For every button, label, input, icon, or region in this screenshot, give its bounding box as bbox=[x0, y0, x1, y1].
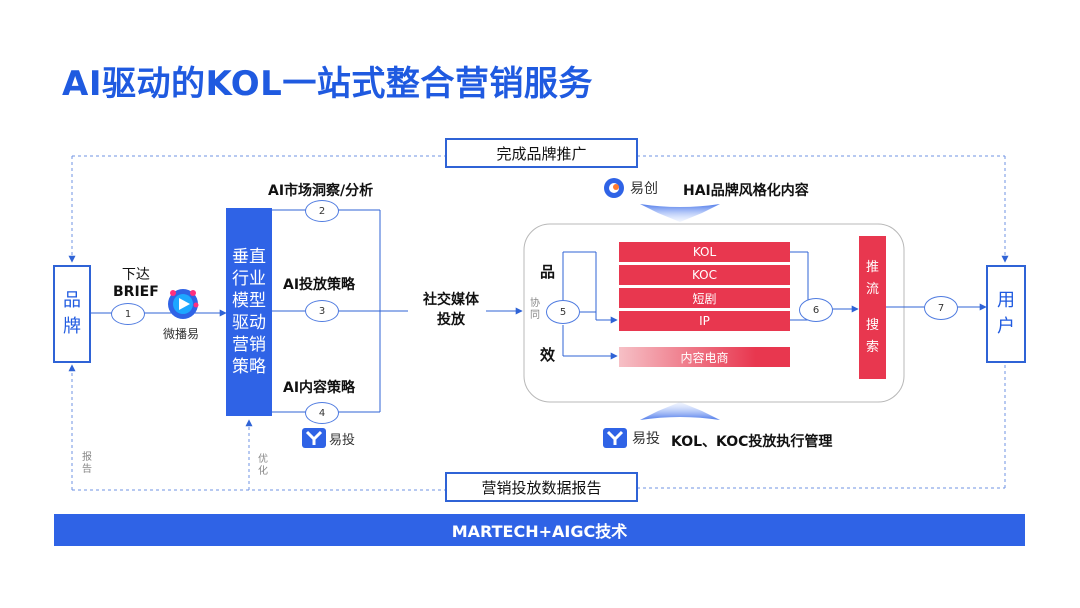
complete-brand-promotion-box: 完成品牌推广 bbox=[445, 138, 638, 168]
weiboyi-logo-icon bbox=[166, 287, 200, 321]
step-circle-4: 4 bbox=[305, 402, 339, 424]
step-circle-7: 7 bbox=[924, 296, 958, 320]
step-circle-1: 1 bbox=[111, 303, 145, 325]
step-circle-2: 2 bbox=[305, 200, 339, 222]
synergy-connectors bbox=[562, 251, 618, 360]
red-bar-short-drama: 短剧 bbox=[619, 288, 790, 308]
step-label-content-strategy: AI内容策略 bbox=[283, 380, 356, 396]
xiao-label: 效 bbox=[540, 346, 556, 364]
step-label-delivery-strategy: AI投放策略 bbox=[283, 277, 356, 293]
yichuang-icon bbox=[604, 178, 624, 198]
glow-arrow-bottom bbox=[640, 402, 720, 420]
report-label: 报 告 bbox=[82, 452, 92, 475]
social-media-label: 社交媒体 投放 bbox=[423, 292, 479, 328]
strategy-box: 垂直 行业 模型 驱动 营销 策略 bbox=[226, 208, 272, 416]
issue-label: 下达 BRIEF bbox=[113, 267, 159, 300]
yitou-small-icon bbox=[302, 428, 326, 448]
yitou-icon bbox=[603, 428, 627, 448]
search-label: 搜 索 bbox=[865, 317, 879, 355]
optimize-label: 优 化 bbox=[258, 454, 268, 477]
yichuang-text: HAI品牌风格化内容 bbox=[683, 183, 809, 199]
red-bar-koc: KOC bbox=[619, 265, 790, 285]
glow-arrow-top bbox=[640, 204, 720, 222]
page-title: AI驱动的KOL一站式整合营销服务 bbox=[62, 64, 593, 104]
user-box: 用 户 bbox=[986, 265, 1026, 363]
dashed-top-line bbox=[68, 155, 1009, 263]
red-bar-kol: KOL bbox=[619, 242, 790, 262]
yitou-logo: 易投 bbox=[603, 428, 660, 448]
synergy-label: 协 同 bbox=[530, 298, 540, 321]
step-circle-3: 3 bbox=[305, 300, 339, 322]
dashed-bottom-line bbox=[68, 364, 1006, 491]
step-circle-5: 5 bbox=[546, 300, 580, 324]
yitou-logo-small: 易投 bbox=[302, 428, 355, 448]
step-label-market-insight: AI市场洞察/分析 bbox=[268, 183, 374, 199]
red-bar-content-ecommerce: 内容电商 bbox=[619, 347, 790, 367]
push-search-column: 推 流 搜 索 bbox=[859, 236, 886, 379]
weiboyi-text: 微播易 bbox=[163, 327, 200, 341]
tech-bar: MARTECH+AIGC技术 bbox=[54, 514, 1025, 546]
pin-label: 品 bbox=[540, 263, 556, 281]
push-label: 推 流 bbox=[865, 259, 879, 297]
step-circle-6: 6 bbox=[799, 298, 833, 322]
red-bar-ip: IP bbox=[619, 311, 790, 331]
brand-box: 品 牌 bbox=[53, 265, 91, 363]
yichuang-logo: 易创 bbox=[603, 177, 658, 199]
marketing-data-report-box: 营销投放数据报告 bbox=[445, 472, 638, 502]
yitou-text: KOL、KOC投放执行管理 bbox=[671, 434, 833, 450]
